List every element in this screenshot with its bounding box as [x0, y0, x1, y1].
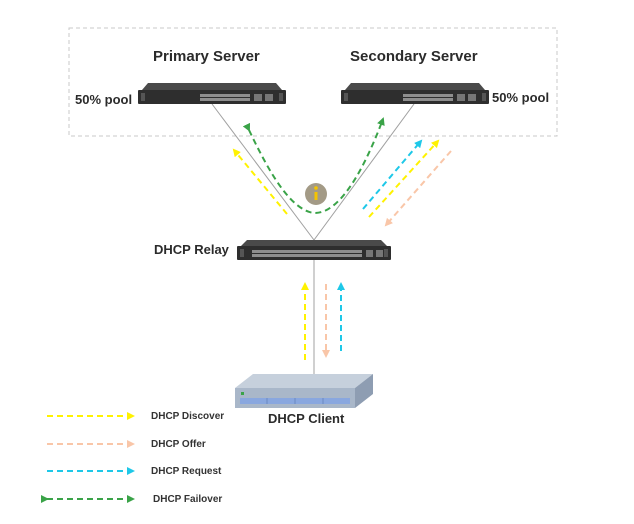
client-device: [235, 374, 373, 408]
secondary-server-device: [341, 83, 489, 104]
legend-offer-label: DHCP Offer: [151, 439, 206, 450]
secondary-server-title: Secondary Server: [350, 48, 478, 65]
link-primary-relay: [211, 103, 315, 241]
connection-lines: [211, 103, 415, 376]
primary-server-title: Primary Server: [153, 48, 260, 65]
legend: [41, 412, 135, 503]
discover-arrow-to-primary: [232, 148, 288, 215]
secondary-pool-label: 50% pool: [492, 90, 550, 105]
relay-label: DHCP Relay: [154, 242, 229, 257]
primary-server-device: [138, 83, 286, 104]
failover-arrow: [242, 117, 385, 215]
client-label: DHCP Client: [268, 411, 345, 426]
server-group-box: [68, 27, 558, 137]
link-secondary-relay: [313, 103, 415, 241]
request-arrow-to-secondary: [362, 139, 423, 210]
offer-arrow-to-relay: [384, 150, 452, 227]
relay-device: [237, 240, 391, 260]
legend-discover-label: DHCP Discover: [151, 411, 225, 422]
legend-request-label: DHCP Request: [151, 466, 222, 477]
primary-pool-label: 50% pool: [75, 92, 133, 107]
legend-failover-label: DHCP Failover: [153, 494, 223, 505]
info-icon[interactable]: [305, 183, 327, 205]
discover-arrow-to-secondary: [368, 139, 440, 218]
